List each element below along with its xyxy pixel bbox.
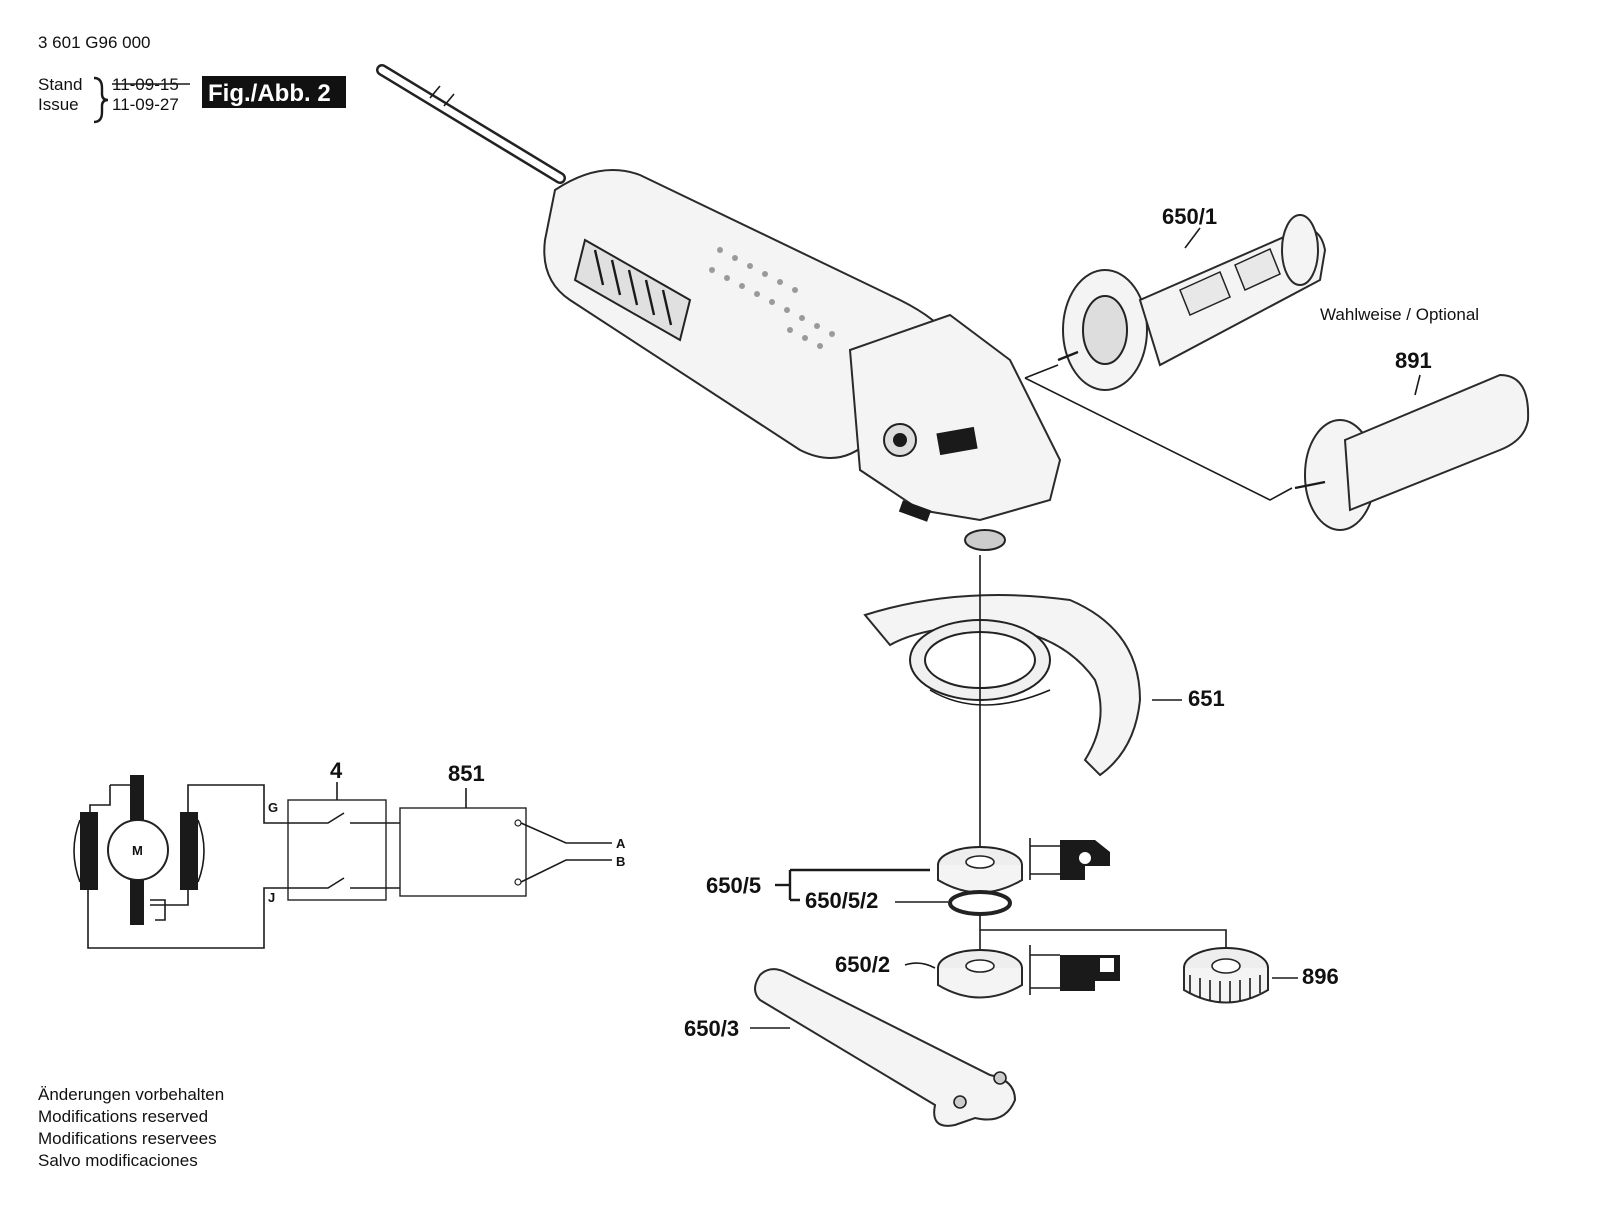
optional-handle-891: Wahlweise / Optional 891 <box>1024 305 1530 531</box>
o-ring <box>948 890 1012 916</box>
footer-line-en: Modifications reserved <box>38 1107 208 1126</box>
carbon-brush-top <box>130 775 144 820</box>
grip-dot-pattern <box>709 247 835 349</box>
nut-section-icon <box>1029 945 1120 995</box>
part-label-651: 651 <box>1188 686 1225 711</box>
quick-clamp-nut-896: 896 <box>1183 947 1339 1004</box>
part-label-650-2: 650/2 <box>835 952 890 977</box>
angle-grinder-illustration <box>376 64 1062 551</box>
switch-contact-top <box>288 812 386 824</box>
leader-650-1 <box>1184 227 1201 249</box>
part-label-891: 891 <box>1395 348 1432 373</box>
footer-notes: Änderungen vorbehalten Modifications res… <box>38 1085 224 1170</box>
part-label-650-1: 650/1 <box>1162 204 1217 229</box>
figure-badge <box>202 76 346 108</box>
power-cable-inner <box>378 66 564 182</box>
footer-line-es: Salvo modificaciones <box>38 1151 198 1170</box>
handle-891-thread <box>1294 480 1326 490</box>
spanner-body <box>754 968 1017 1127</box>
handle-thread <box>1057 350 1079 362</box>
flange-section-icon <box>1029 838 1110 880</box>
handle-end-cap <box>1281 214 1319 286</box>
mains-lead-b <box>520 859 612 883</box>
motor-label: M <box>132 843 143 858</box>
wheel-guard-651: 651 <box>863 594 1225 777</box>
part-label-650-3: 650/3 <box>684 1016 739 1041</box>
guard-lever <box>898 500 932 522</box>
wire-j <box>87 887 288 949</box>
figure-label: Fig./Abb. 2 <box>208 80 331 107</box>
guard-bottom-rim <box>929 689 1051 706</box>
handle-socket-hole <box>893 433 907 447</box>
module-ref-label: 851 <box>448 761 485 786</box>
leader-650-2 <box>904 962 936 969</box>
pin-spanner-650-3: 650/3 <box>684 968 1017 1127</box>
field-coil-right <box>180 812 198 890</box>
stand-label: Stand <box>38 75 82 94</box>
electronic-module-box <box>399 807 527 897</box>
spanner-pin <box>993 1071 1007 1085</box>
spindle-lock-button <box>936 426 978 456</box>
switch-box <box>287 799 387 901</box>
mounting-flange-650-5: 650/5 650/5/2 <box>706 838 1110 916</box>
gear-head <box>848 313 1062 522</box>
flange-side <box>937 865 1023 894</box>
part-label-650-5: 650/5 <box>706 873 761 898</box>
terminal-b: B <box>616 854 625 869</box>
terminal-a: A <box>616 836 626 851</box>
footer-line-fr: Modifications reservees <box>38 1129 217 1148</box>
doc-number: 3 601 G96 000 <box>38 33 150 52</box>
optional-note: Wahlweise / Optional <box>1320 305 1479 324</box>
wire-g <box>187 784 288 824</box>
quick-nut-side <box>1183 968 1269 1004</box>
part-label-650-5-2: 650/5/2 <box>805 888 878 913</box>
issue-date: 11-09-27 <box>112 95 179 114</box>
clamping-nut-650-2: 650/2 <box>835 915 1227 999</box>
part-label-896: 896 <box>1302 964 1339 989</box>
mains-lead-a <box>520 822 612 844</box>
terminal-j: J <box>268 890 275 905</box>
spanner-pin <box>953 1095 967 1109</box>
carbon-brush-bottom <box>130 880 144 925</box>
cable-ridges <box>429 85 455 107</box>
spindle <box>964 529 1006 551</box>
wiring-diagram: M G J 4 851 A B <box>73 758 626 949</box>
terminal-g: G <box>268 800 278 815</box>
header-block: 3 601 G96 000 Stand Issue 11-09-15 11-09… <box>38 33 346 124</box>
knurling <box>1189 975 1261 1002</box>
handle-891-grip <box>1343 373 1530 512</box>
field-coil-left <box>80 812 98 890</box>
footer-line-de: Änderungen vorbehalten <box>38 1085 224 1104</box>
issue-label: Issue <box>38 95 79 114</box>
nut-side <box>937 968 1023 999</box>
auxiliary-handle-650-1: 650/1 <box>1057 204 1327 391</box>
vent-grille <box>573 238 692 342</box>
brace-icon <box>93 76 109 124</box>
wire-coil <box>150 885 189 906</box>
assembly-line-650-1 <box>1024 364 1059 379</box>
assembly-line-891 <box>1024 377 1293 501</box>
leader-891 <box>1414 374 1421 396</box>
switch-ref-label: 4 <box>330 758 343 783</box>
switch-contact-bottom <box>288 877 386 889</box>
